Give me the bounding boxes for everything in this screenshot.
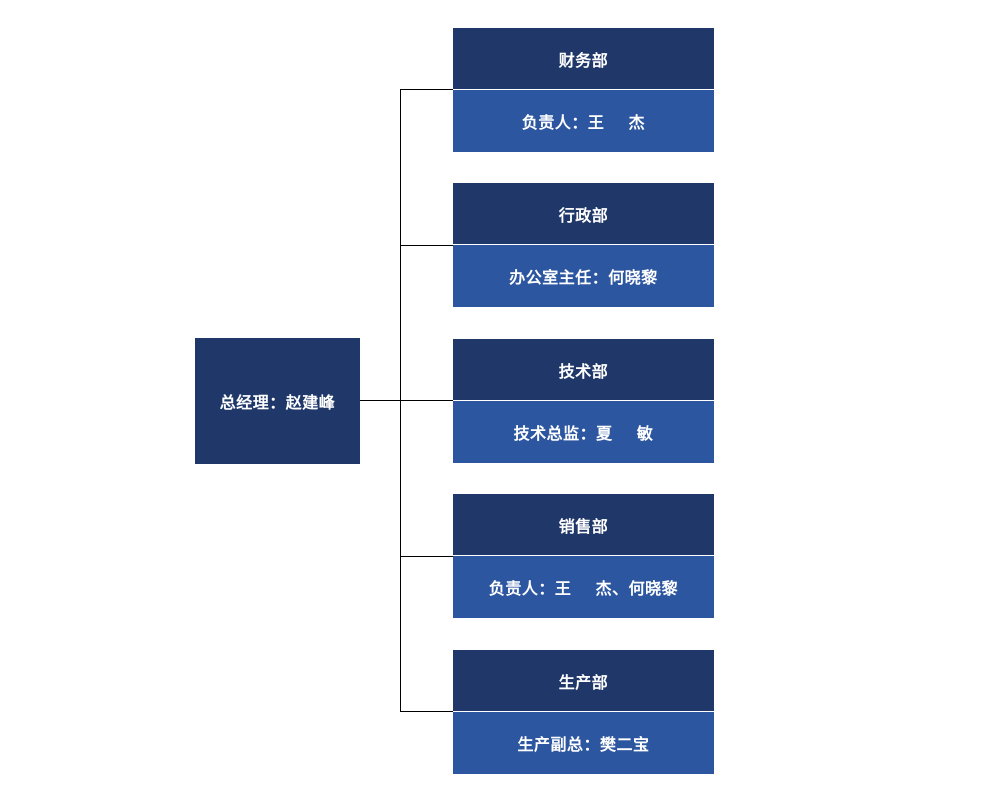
- dept-name: 生产部: [453, 650, 714, 711]
- dept-head: 办公室主任：何晓黎: [453, 245, 714, 307]
- branch-connector-production: [400, 711, 453, 712]
- dept-admin: 行政部 办公室主任：何晓黎: [453, 183, 714, 307]
- dept-name: 技术部: [453, 339, 714, 400]
- dept-name: 财务部: [453, 28, 714, 89]
- dept-production: 生产部 生产副总：樊二宝: [453, 650, 714, 774]
- dept-sales: 销售部 负责人：王 杰、何晓黎: [453, 494, 714, 618]
- dept-head: 负责人：王 杰、何晓黎: [453, 556, 714, 618]
- general-manager-node: 总经理：赵建峰: [195, 338, 360, 464]
- dept-finance: 财务部 负责人：王 杰: [453, 28, 714, 152]
- dept-name: 销售部: [453, 494, 714, 555]
- dept-head: 技术总监：夏 敏: [453, 401, 714, 463]
- root-connector: [360, 400, 400, 401]
- branch-connector-finance: [400, 89, 453, 90]
- dept-head: 生产副总：樊二宝: [453, 712, 714, 774]
- dept-head: 负责人：王 杰: [453, 90, 714, 152]
- dept-name: 行政部: [453, 183, 714, 244]
- branch-connector-tech: [400, 400, 453, 401]
- branch-connector-sales: [400, 556, 453, 557]
- branch-connector-admin: [400, 245, 453, 246]
- dept-tech: 技术部 技术总监：夏 敏: [453, 339, 714, 463]
